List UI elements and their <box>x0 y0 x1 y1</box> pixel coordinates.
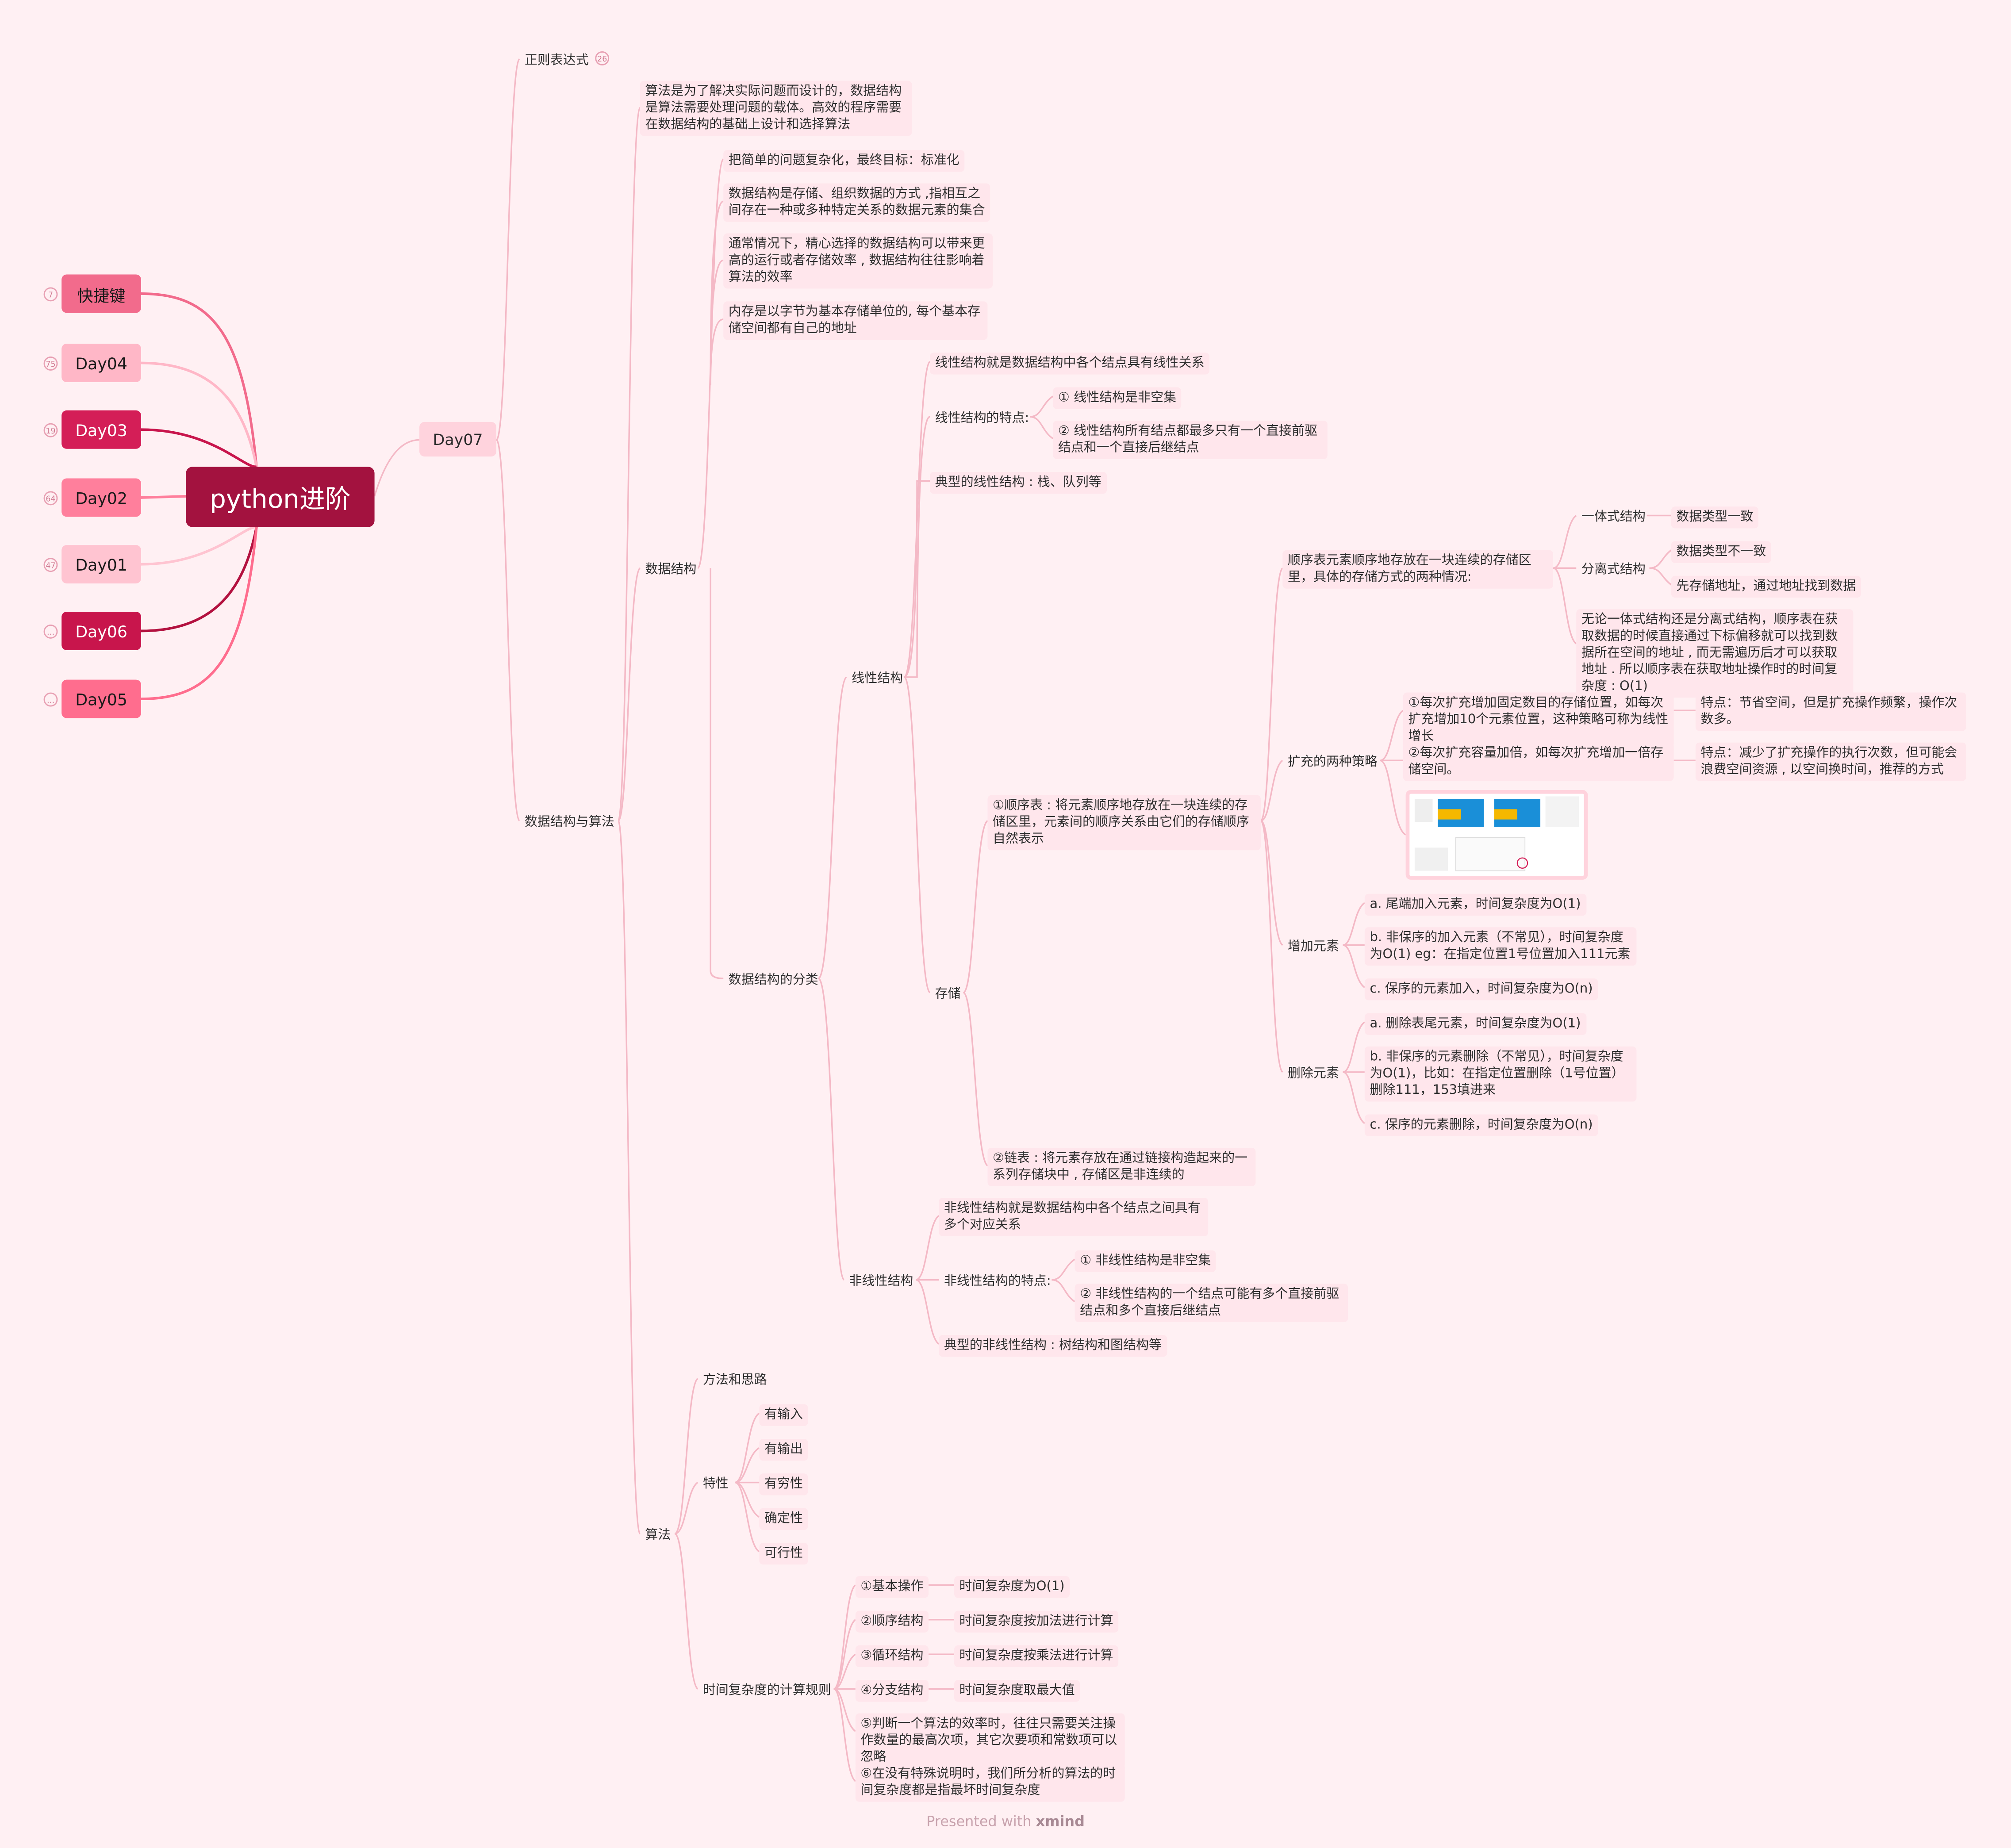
topic-ds-3[interactable]: 通常情况下，精心选择的数据结构可以带来更高的运行或者存储效率 , 数据结构往往影… <box>723 233 993 289</box>
badge-day01[interactable]: 47 <box>43 557 58 571</box>
expand-diagram-image[interactable] <box>1405 790 1588 880</box>
topic-linked-list[interactable]: ②链表 : 将元素存放在通过链接构造起来的一系列存储块中 , 存储区是非连续的 <box>987 1147 1256 1186</box>
connector-day04 <box>141 361 258 467</box>
topic-properties[interactable]: 特性 <box>702 1477 729 1491</box>
topic-prop-input[interactable]: 有输入 <box>759 1404 808 1426</box>
connector-day01 <box>141 525 257 566</box>
regex-count-badge[interactable]: 26 <box>595 51 610 65</box>
topic-expand-2[interactable]: ②每次扩充容量加倍，如每次扩充增加一倍存储空间。 <box>1403 742 1674 781</box>
topic-method[interactable]: 方法和思路 <box>702 1373 767 1388</box>
connector-day02 <box>141 495 186 499</box>
topic-add-b[interactable]: b. 非保序的加入元素（不常见），时间复杂度为O(1) eg：在指定位置1号位置… <box>1364 927 1637 966</box>
topic-data-structure[interactable]: 数据结构 <box>645 563 697 577</box>
topic-delete-elements[interactable]: 删除元素 <box>1287 1067 1339 1081</box>
topic-storage[interactable]: 存储 <box>935 987 961 1002</box>
topic-expand-2-feature[interactable]: 特点：减少了扩充操作的执行次数，但可能会浪费空间资源 , 以空间换时间，推荐的方… <box>1695 742 1966 781</box>
topic-linear-features[interactable]: 线性结构的特点: <box>935 411 1029 426</box>
topic-linear-f1[interactable]: ① 线性结构是非空集 <box>1053 387 1182 409</box>
topic-integrated-text[interactable]: 数据类型一致 <box>1671 506 1758 529</box>
topic-day03[interactable]: Day03 <box>61 410 141 449</box>
topic-ds-classification[interactable]: 数据结构的分类 <box>728 973 818 988</box>
topic-algorithm[interactable]: 算法 <box>645 1528 671 1543</box>
topic-seq-note[interactable]: 无论一体式结构还是分离式结构，顺序表在获取数据的时候直接通过下标偏移就可以找到数… <box>1576 609 1854 698</box>
topic-del-c[interactable]: c. 保序的元素删除，时间复杂度为O(n) <box>1364 1114 1598 1136</box>
topic-add-a[interactable]: a. 尾端加入元素，时间复杂度为O(1) <box>1364 893 1586 916</box>
topic-ds-4[interactable]: 内存是以字节为基本存储单位的, 每个基本存储空间都有自己的地址 <box>723 301 988 340</box>
topic-nonlinear-f2[interactable]: ② 非线性结构的一个结点可能有多个直接前驱结点和多个直接后继结点 <box>1075 1284 1348 1323</box>
topic-nonlinear-typical[interactable]: 典型的非线性结构 : 树结构和图结构等 <box>939 1335 1167 1357</box>
connector-day05 <box>141 527 258 701</box>
central-topic[interactable]: python进阶 <box>186 467 375 527</box>
topic-tc-4[interactable]: ④分支结构 <box>855 1680 929 1702</box>
badge-day03[interactable]: 19 <box>43 422 58 437</box>
badge-shortcut[interactable]: 7 <box>43 286 58 301</box>
topic-prop-definite[interactable]: 确定性 <box>759 1508 808 1530</box>
topic-tc-3[interactable]: ③循环结构 <box>855 1645 929 1668</box>
topic-add-c[interactable]: c. 保序的元素加入，时间复杂度为O(n) <box>1364 978 1598 1001</box>
topic-split-text-1[interactable]: 数据类型不一致 <box>1671 541 1771 563</box>
topic-nonlinear-f1[interactable]: ① 非线性结构是非空集 <box>1075 1250 1216 1273</box>
topic-ds-2[interactable]: 数据结构是存储、组织数据的方式 ,指相互之间存在一种或多种特定关系的数据元素的集… <box>723 183 990 222</box>
topic-day04[interactable]: Day04 <box>61 344 141 382</box>
topic-add-elements[interactable]: 增加元素 <box>1287 940 1339 955</box>
topic-tc-6[interactable]: ⑥在没有特殊说明时，我们所分析的算法的时间复杂度都是指最坏时间复杂度 <box>855 1763 1125 1802</box>
topic-tc-4-text[interactable]: 时间复杂度取最大值 <box>954 1680 1080 1702</box>
badge-day02[interactable]: 64 <box>43 490 58 505</box>
footer-credit: Presented with xmind <box>0 1813 2011 1830</box>
topic-day07[interactable]: Day07 <box>419 422 497 457</box>
topic-linear[interactable]: 线性结构 <box>852 672 903 686</box>
topic-sequential-list[interactable]: ①顺序表 : 将元素顺序地存放在一块连续的存储区里，元素间的顺序关系由它们的存储… <box>987 795 1261 851</box>
topic-linear-typical[interactable]: 典型的线性结构 : 栈、队列等 <box>929 472 1107 494</box>
topic-nonlinear-def[interactable]: 非线性结构就是数据结构中各个结点之间具有多个对应关系 <box>939 1197 1209 1236</box>
topic-prop-feasible[interactable]: 可行性 <box>759 1542 808 1565</box>
topic-dsa-intro[interactable]: 算法是为了解决实际问题而设计的，数据结构是算法需要处理问题的载体。高效的程序需要… <box>640 81 912 136</box>
topic-tc-3-text[interactable]: 时间复杂度按乘法进行计算 <box>954 1645 1119 1668</box>
topic-day05[interactable]: Day05 <box>61 679 141 718</box>
expand-diagram-icon <box>1414 796 1579 871</box>
topic-prop-finite[interactable]: 有穷性 <box>759 1473 808 1495</box>
topic-linear-f2[interactable]: ② 线性结构所有结点都最多只有一个直接前驱结点和一个直接后继结点 <box>1053 420 1328 459</box>
topic-nonlinear-features[interactable]: 非线性结构的特点: <box>944 1274 1051 1289</box>
footer-prefix: Presented with <box>926 1813 1036 1830</box>
topic-shortcut[interactable]: 快捷键 <box>61 274 141 313</box>
footer-brand: xmind <box>1036 1813 1085 1830</box>
topic-del-b[interactable]: b. 非保序的元素删除（不常见），时间复杂度为O(1)，比如：在指定位置删除（1… <box>1364 1046 1637 1102</box>
connector-shortcut <box>141 292 258 467</box>
connector-day06 <box>141 527 258 633</box>
badge-day04[interactable]: 75 <box>43 356 58 370</box>
topic-day02[interactable]: Day02 <box>61 478 141 517</box>
topic-seq-two-ways[interactable]: 顺序表元素顺序地存放在一块连续的存储区里，具体的存储方式的两种情况: <box>1282 550 1554 589</box>
topic-prop-output[interactable]: 有输出 <box>759 1439 808 1461</box>
topic-dsa[interactable]: 数据结构与算法 <box>524 815 614 830</box>
topic-regex[interactable]: 正则表达式 <box>524 54 589 68</box>
badge-day05[interactable]: … <box>43 692 58 706</box>
badge-day06[interactable]: … <box>43 624 58 638</box>
topic-tc-1[interactable]: ①基本操作 <box>855 1576 929 1598</box>
topic-integrated[interactable]: 一体式结构 <box>1581 510 1646 525</box>
topic-expand-strategies[interactable]: 扩充的两种策略 <box>1287 755 1378 770</box>
topic-nonlinear[interactable]: 非线性结构 <box>849 1274 913 1289</box>
topic-expand-1-feature[interactable]: 特点：节省空间，但是扩充操作频繁，操作次数多。 <box>1695 692 1966 731</box>
topic-linear-def[interactable]: 线性结构就是数据结构中各个结点具有线性关系 <box>929 353 1210 375</box>
connector-day03 <box>141 428 257 468</box>
topic-expand-1[interactable]: ①每次扩充增加固定数目的存储位置，如每次扩充增加10个元素位置，这种策略可称为线… <box>1403 692 1674 748</box>
topic-split-text-2[interactable]: 先存储地址，通过地址找到数据 <box>1671 575 1861 598</box>
topic-tc-5[interactable]: ⑤判断一个算法的效率时，往往只需要关注操作数量的最高次项，其它次要项和常数项可以… <box>855 1713 1125 1769</box>
topic-day01[interactable]: Day01 <box>61 545 141 584</box>
topic-tc-1-text[interactable]: 时间复杂度为O(1) <box>954 1576 1070 1598</box>
topic-tc-2-text[interactable]: 时间复杂度按加法进行计算 <box>954 1610 1119 1633</box>
topic-ds-1[interactable]: 把简单的问题复杂化，最终目标：标准化 <box>723 150 965 172</box>
topic-tc-2[interactable]: ②顺序结构 <box>855 1610 929 1633</box>
topic-time-complexity-rules[interactable]: 时间复杂度的计算规则 <box>702 1683 831 1698</box>
topic-del-a[interactable]: a. 删除表尾元素，时间复杂度为O(1) <box>1364 1013 1586 1035</box>
topic-split[interactable]: 分离式结构 <box>1581 563 1646 577</box>
topic-day06[interactable]: Day06 <box>61 611 141 650</box>
